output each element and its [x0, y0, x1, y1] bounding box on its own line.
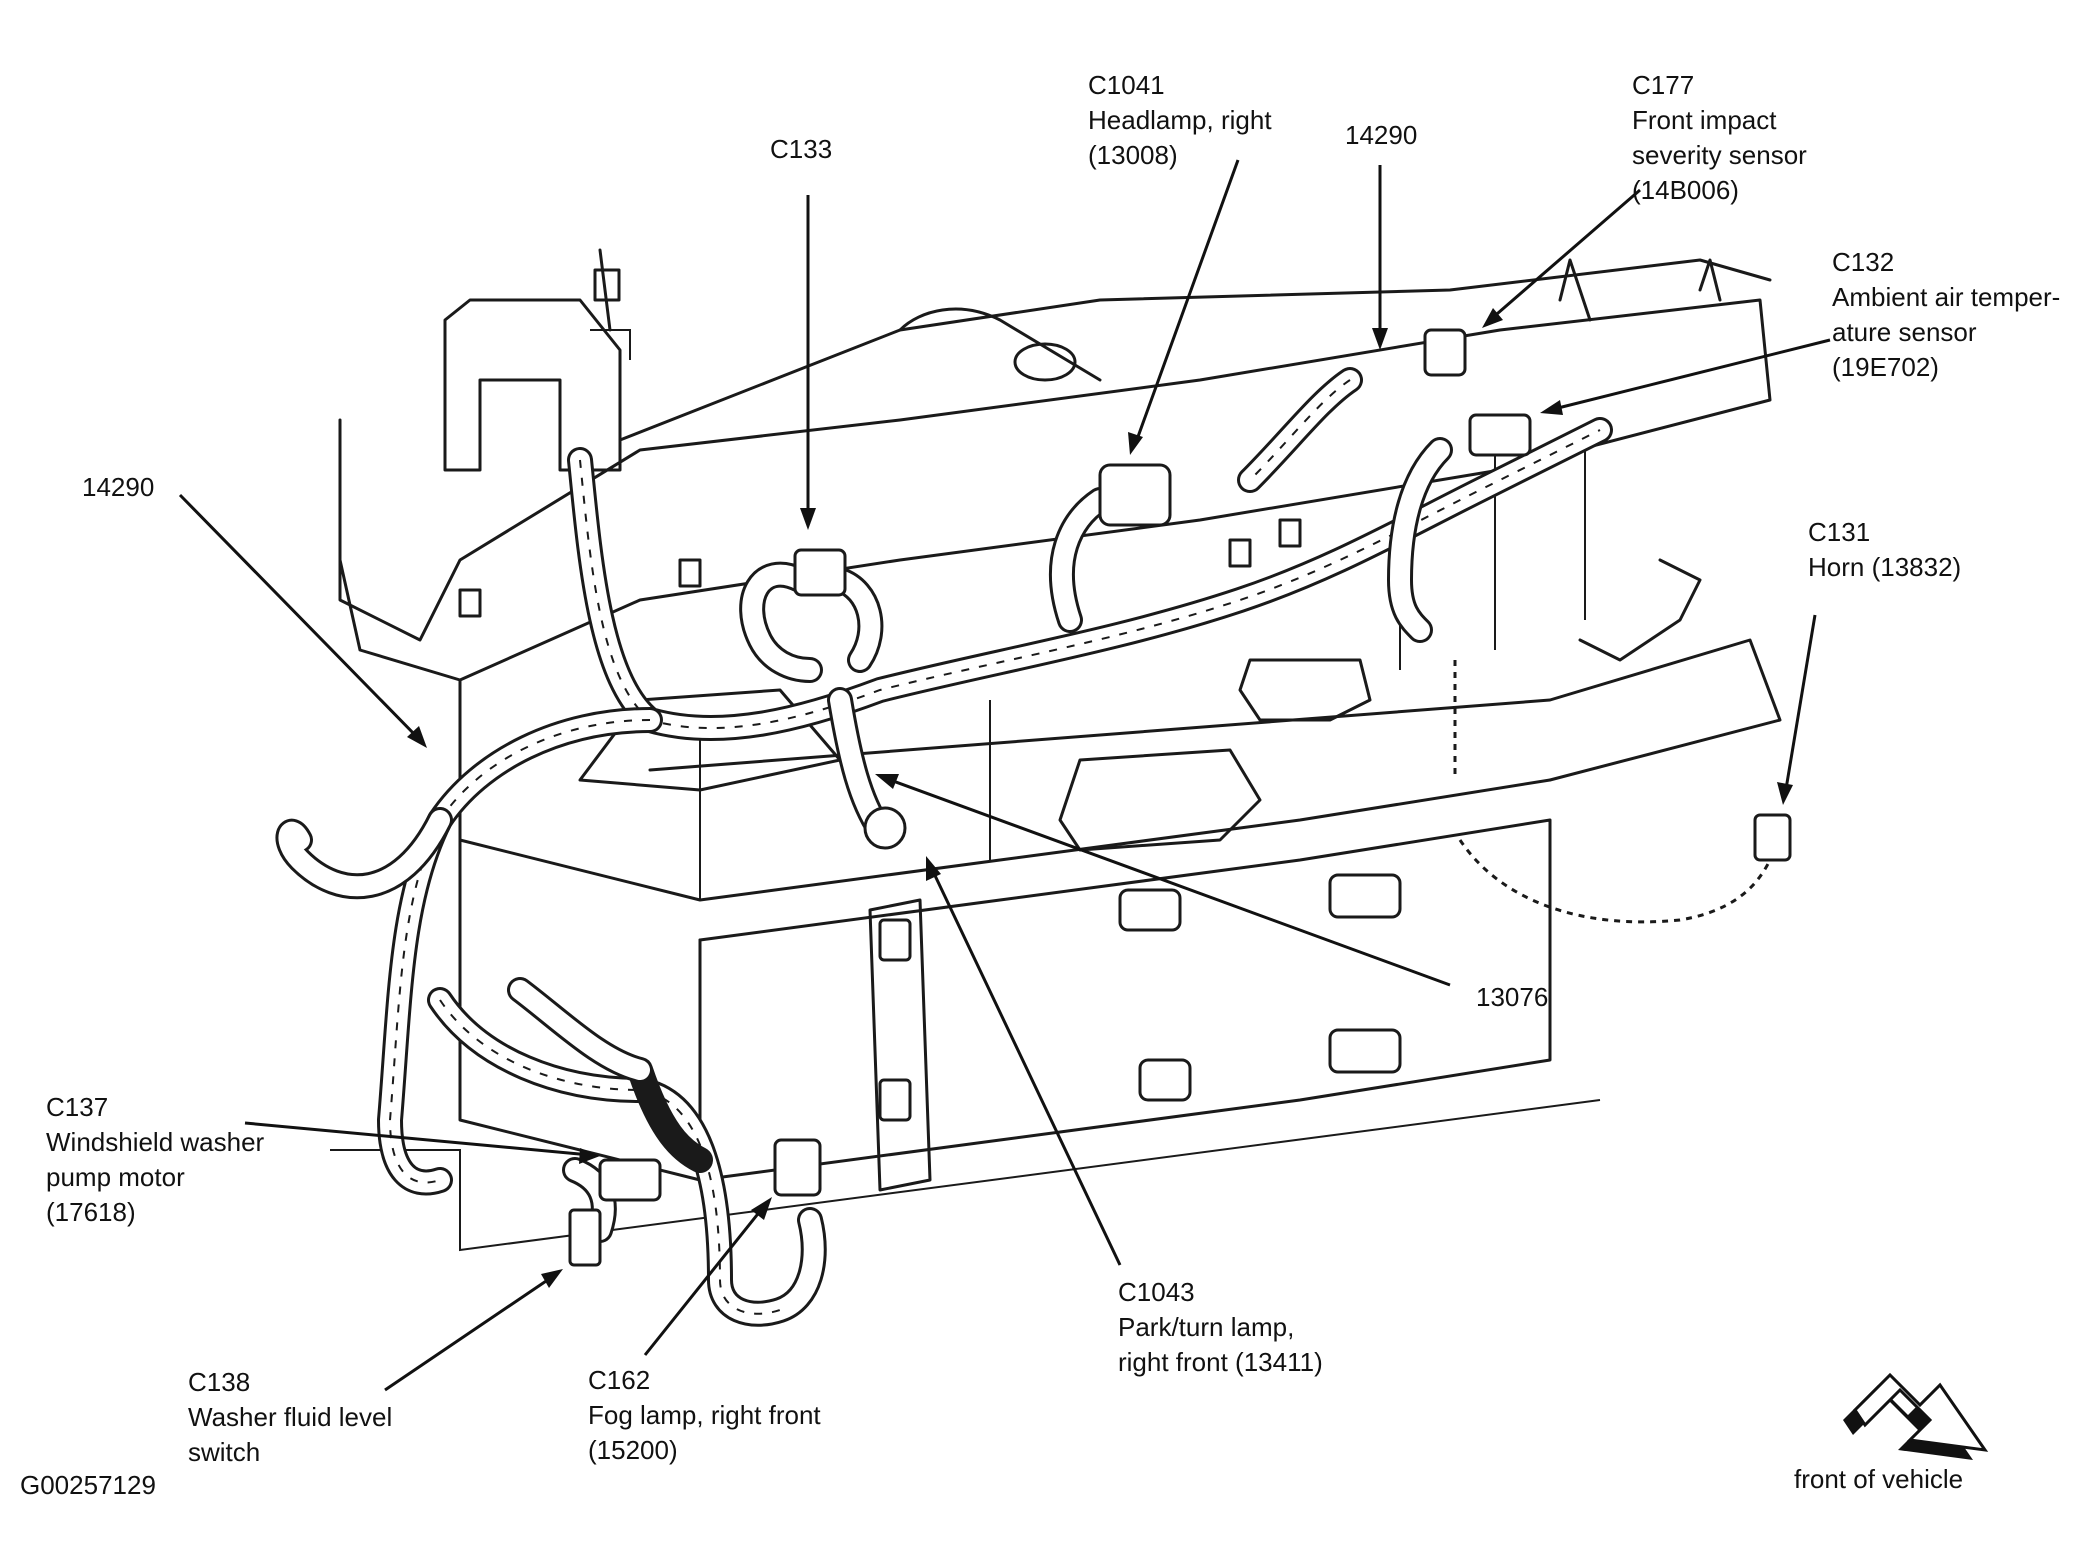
callout-line: 14290 — [1345, 120, 1418, 150]
callout-line: (17618) — [46, 1197, 136, 1227]
figure-id: G00257129 — [20, 1470, 156, 1500]
callout-line: Ambient air temper- — [1832, 282, 2061, 312]
callout-line: C132 — [1832, 247, 1895, 277]
callout-line: pump motor — [46, 1162, 185, 1192]
callout-line: C133 — [770, 134, 833, 164]
callout-line: C1041 — [1088, 70, 1165, 100]
connector-c138 — [568, 1208, 602, 1267]
callout-line: C1043 — [1118, 1277, 1195, 1307]
callout-line: 13076 — [1476, 982, 1549, 1012]
callout-14290-top: 14290 — [1345, 118, 1417, 153]
callout-line: C177 — [1632, 70, 1695, 100]
callout-line: (19E702) — [1832, 352, 1939, 382]
callout-line: (13008) — [1088, 140, 1178, 170]
callout-line: (15200) — [588, 1435, 678, 1465]
callout-c1041: C1041 Headlamp, right (13008) — [1088, 68, 1272, 173]
callout-line: (14B006) — [1632, 175, 1739, 205]
callout-line: severity sensor — [1632, 140, 1807, 170]
connectors — [568, 328, 1792, 1267]
callout-line: ature sensor — [1832, 317, 1977, 347]
callout-line: C137 — [46, 1092, 109, 1122]
callout-c132: C132 Ambient air temper- ature sensor (1… — [1832, 245, 2060, 385]
connector-c1041 — [1098, 463, 1172, 527]
callout-line: switch — [188, 1437, 261, 1467]
callout-14290-left: 14290 — [82, 470, 154, 505]
horn-wire — [1458, 839, 1772, 924]
callout-line: 14290 — [82, 472, 155, 502]
leader-lines — [178, 159, 1831, 1392]
callout-line: Park/turn lamp, — [1118, 1312, 1295, 1342]
connector-c177 — [1423, 328, 1467, 377]
callout-c162: C162 Fog lamp, right front (15200) — [588, 1363, 821, 1468]
callout-line: Front impact — [1632, 105, 1777, 135]
connector-c133 — [793, 548, 847, 597]
connector-c137 — [598, 1158, 662, 1202]
callout-c137: C137 Windshield washer pump motor (17618… — [46, 1090, 264, 1230]
callout-line: Horn (13832) — [1808, 552, 1962, 582]
connector-c162 — [773, 1138, 822, 1197]
wiring-harness-14290 — [275, 367, 1613, 1327]
grommet-13076 — [863, 806, 907, 850]
callout-line: C131 — [1808, 517, 1871, 547]
callout-line: Windshield washer — [46, 1127, 265, 1157]
direction-arrow-icon — [1843, 1372, 1989, 1460]
callout-c133: C133 — [770, 132, 832, 167]
callout-c177: C177 Front impact severity sensor (14B00… — [1632, 68, 1807, 208]
callout-line: C138 — [188, 1367, 251, 1397]
callout-line: Fog lamp, right front — [588, 1400, 821, 1430]
connector-c132 — [1468, 413, 1532, 457]
front-of-vehicle-label: front of vehicle — [1794, 1464, 1964, 1494]
relay-box-cover — [443, 248, 631, 472]
callout-line: Headlamp, right — [1088, 105, 1272, 135]
radiator-support-structure — [330, 258, 1782, 1252]
callout-c138: C138 Washer fluid level switch — [188, 1365, 392, 1470]
callout-line: C162 — [588, 1365, 651, 1395]
callout-line: Washer fluid level — [188, 1402, 393, 1432]
callout-c1043: C1043 Park/turn lamp, right front (13411… — [1118, 1275, 1323, 1380]
callout-c131: C131 Horn (13832) — [1808, 515, 1961, 585]
callout-13076: 13076 — [1476, 980, 1548, 1015]
connector-c131 — [1753, 813, 1792, 862]
callout-line: right front (13411) — [1118, 1347, 1323, 1377]
